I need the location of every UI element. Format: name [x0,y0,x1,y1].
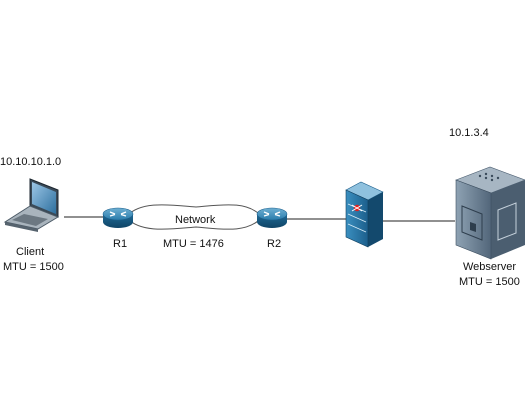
client-name-label: Client [16,246,45,258]
firewall-icon [345,181,384,248]
network-mtu-label: MTU = 1476 [163,238,224,250]
router-r1-icon [102,207,134,228]
webserver-name-label: Webserver [463,261,516,273]
laptop-icon [3,178,60,232]
client-mtu-label: MTU = 1500 [3,261,64,273]
router-r2-label: R2 [267,238,282,250]
network-label: Network [175,214,216,226]
client-ip-label: 10.10.10.1.0 [0,156,62,168]
webserver-mtu-label: MTU = 1500 [459,276,520,288]
server-icon [455,166,525,260]
router-r1-label: R1 [113,238,128,250]
webserver-ip-label: 10.1.3.4 [449,127,489,139]
router-r2-icon [256,207,288,228]
